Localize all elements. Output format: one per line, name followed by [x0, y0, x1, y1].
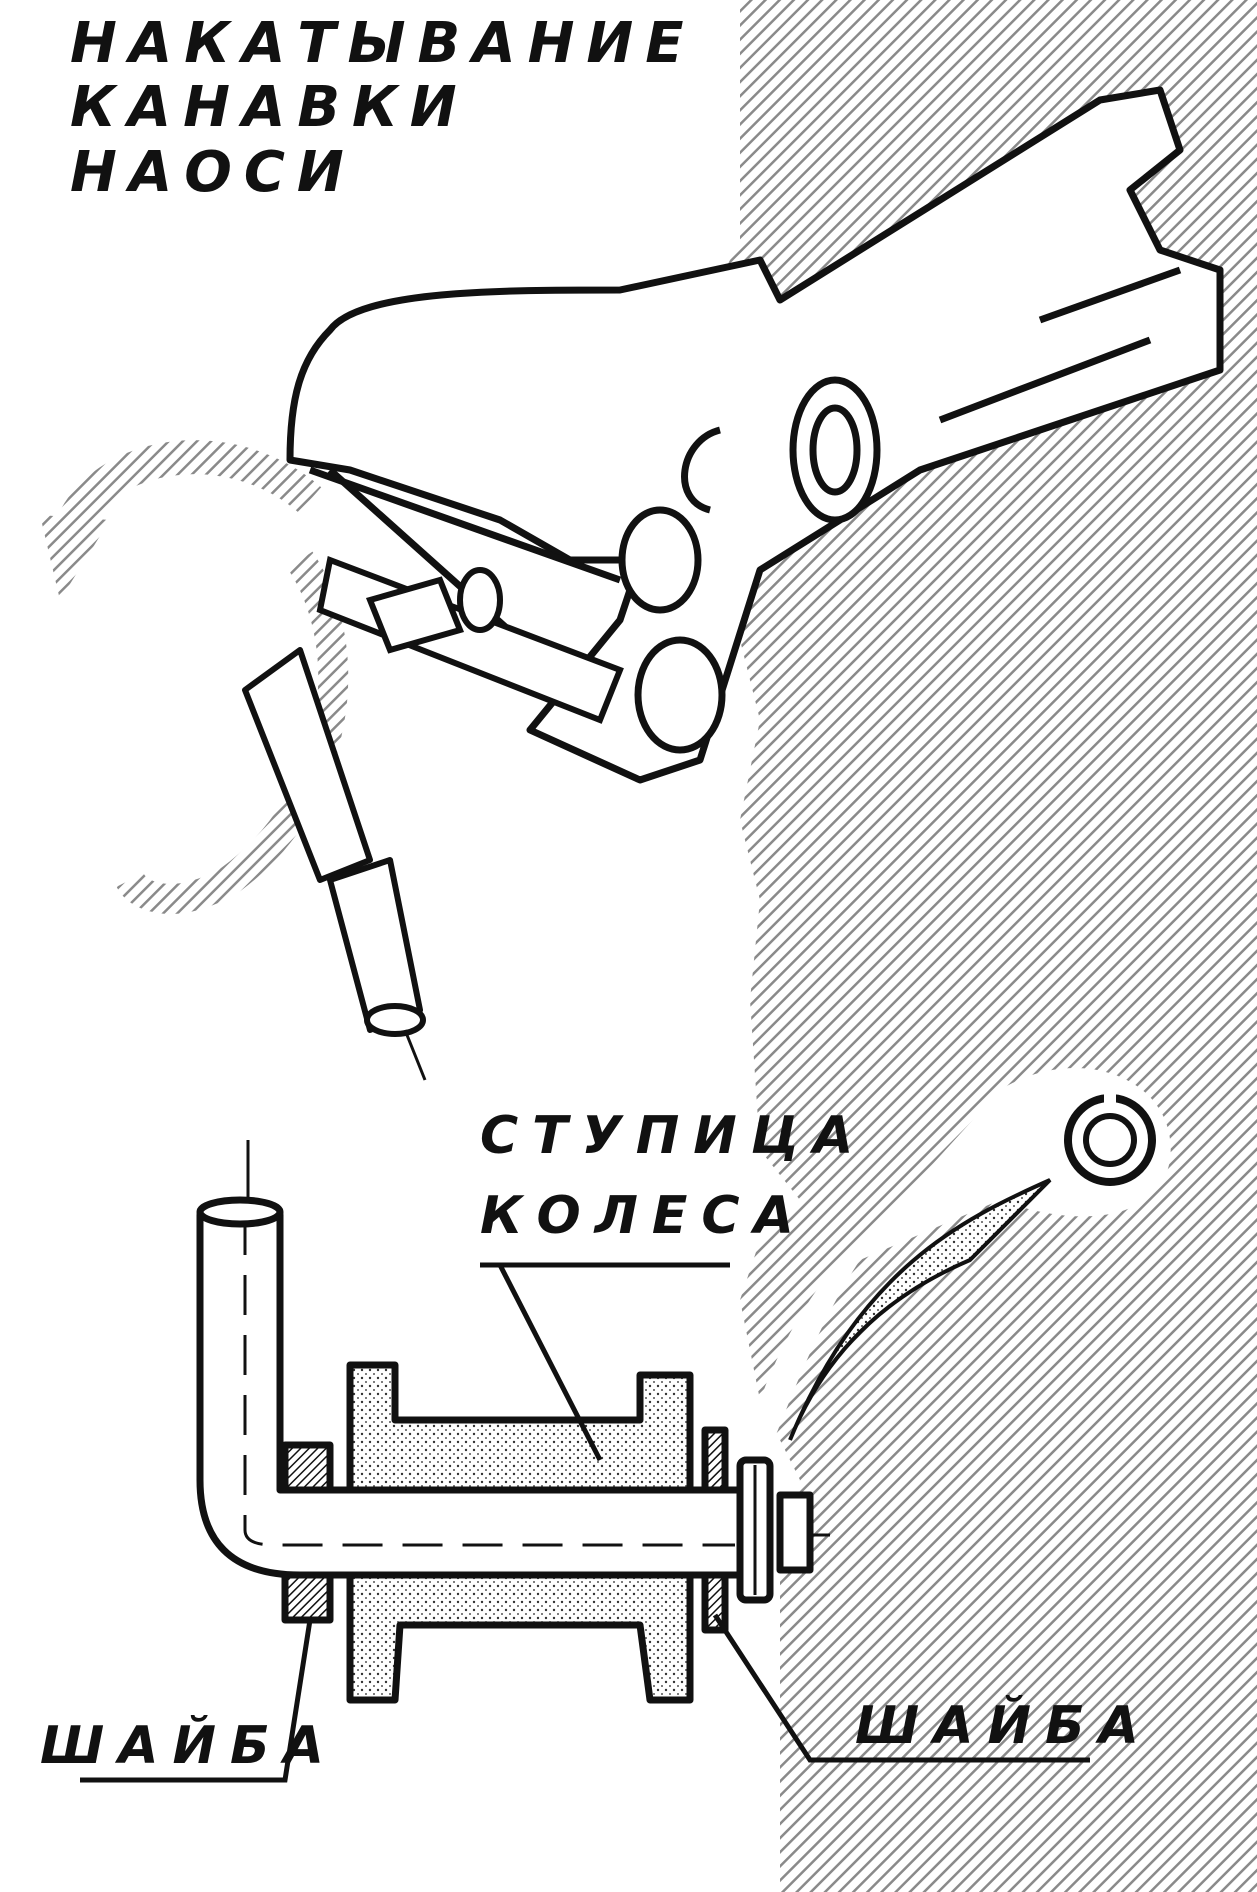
hub-assembly	[196, 1140, 830, 1704]
washer-inset	[760, 1067, 1171, 1450]
axle-rod	[316, 555, 624, 724]
washer-label-left: ШАЙБА	[40, 1716, 338, 1776]
title-line-1: НАКАТЫВАНИЕ	[70, 11, 696, 76]
diagram-title: НАКАТЫВАНИЕ КАНАВКИ НАОСИ	[70, 11, 696, 205]
hub-label-line1: СТУПИЦА	[480, 1106, 868, 1166]
hub-label-line2: КОЛЕСА	[480, 1186, 808, 1246]
washer-label-right: ШАЙБА	[855, 1696, 1153, 1756]
title-line-3: НАОСИ	[70, 139, 356, 205]
leader-lines	[80, 1262, 1090, 1783]
crank-handle	[242, 647, 427, 1081]
title-line-2: КАНАВКИ	[70, 75, 469, 141]
rotation-arrow	[40, 440, 349, 914]
